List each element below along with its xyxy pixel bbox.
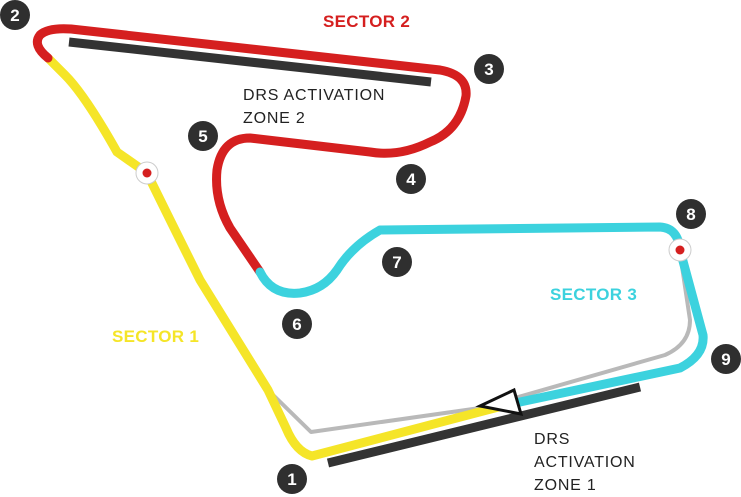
drs-bar-zone-1 [326,382,642,468]
start-finish-flag-icon [475,387,524,416]
turn-2-badge: 2 [0,0,30,30]
drs-zone-2-line: DRS ACTIVATION [243,87,386,104]
drs-zone-1-line: ZONE 1 [534,477,597,494]
turn-7-badge: 7 [382,247,412,277]
turn-4-badge: 4 [396,164,426,194]
turn-8-badge: 8 [676,199,706,229]
sector-marker-1 [135,161,159,185]
sector-marker-3 [668,238,692,262]
turn-6-badge: 6 [282,309,312,339]
drs-zone-2-label: DRS ACTIVATION ZONE 2 [243,84,385,130]
turn-3-badge: 3 [474,54,504,84]
sector-2-label: SECTOR 2 [323,12,411,31]
drs-zone-2-line: ZONE 2 [243,110,306,127]
drs-bar-zone-2 [68,37,432,87]
sector-2-track [32,24,471,277]
drs-zone-1-line: ACTIVATION [534,454,636,471]
sector-3-track [255,222,708,410]
turn-9-badge: 9 [711,344,741,374]
sector-3-label: SECTOR 3 [550,285,638,304]
sector-1-label: SECTOR 1 [112,327,200,346]
turn-1-badge: 1 [277,464,307,494]
pit-lane [266,251,692,434]
drs-zone-1-line: DRS [534,431,571,448]
sector-1-track [43,53,511,461]
drs-zone-1-label: DRS ACTIVATION ZONE 1 [534,428,636,497]
turn-5-badge: 5 [188,121,218,151]
